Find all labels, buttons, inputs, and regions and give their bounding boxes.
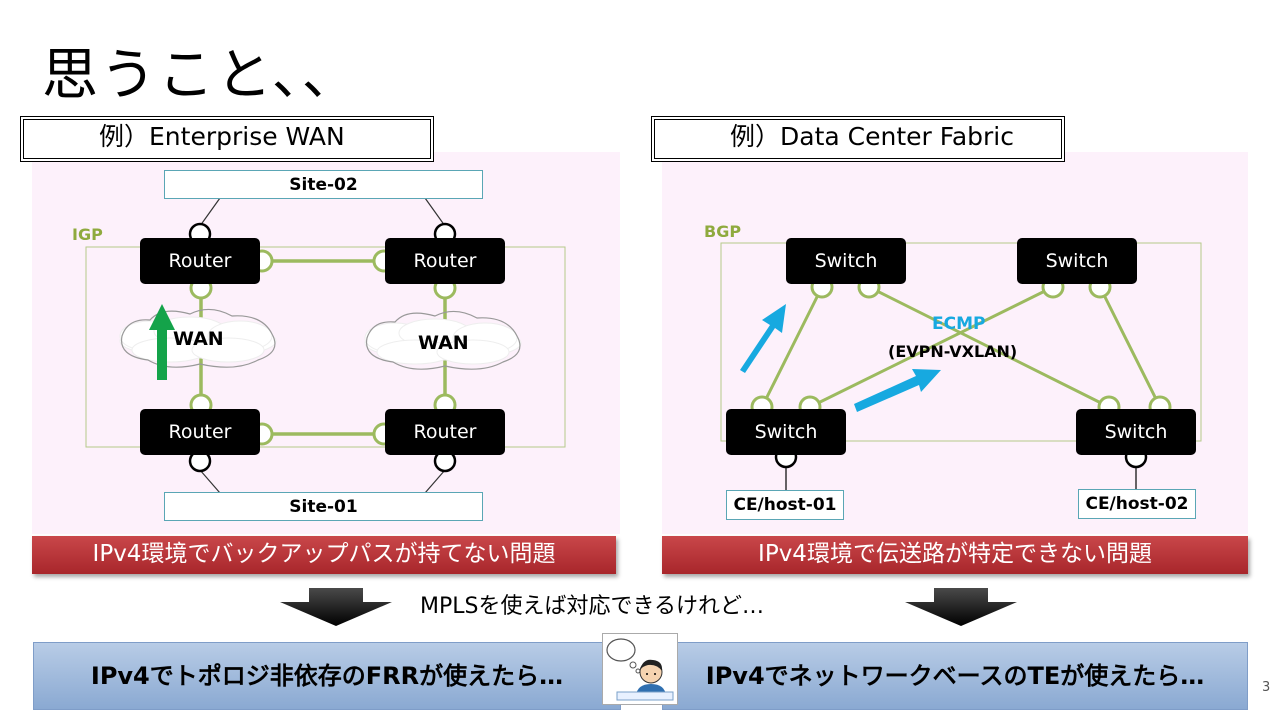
enterprise-wan-diagram <box>85 197 566 494</box>
datacenter-diagram <box>720 242 1202 490</box>
site-01-box: Site-01 <box>164 492 483 521</box>
wan-label-left: WAN <box>173 328 224 350</box>
router-top-right: Router <box>385 238 505 284</box>
down-arrow-left <box>280 588 392 626</box>
green-arrow <box>149 304 175 380</box>
router-bottom-right: Router <box>385 409 505 455</box>
igp-area-border <box>85 246 566 448</box>
te-wish-bar: IPv4でネットワークベースのTEが使えたら… <box>662 642 1248 710</box>
switch-bottom-right: Switch <box>1076 409 1196 455</box>
switch-bottom-left: Switch <box>726 409 846 455</box>
bgp-area-border <box>720 242 1202 442</box>
frr-wish-bar: IPv4でトポロジ非依存のFRRが使えたら… <box>33 642 621 710</box>
evpn-label: (EVPN-VXLAN) <box>888 342 1018 361</box>
switch-top-left: Switch <box>786 238 906 284</box>
problem-left-bar: IPv4環境でバックアップパスが持てない問題 <box>32 536 616 574</box>
cloud-right <box>364 318 522 365</box>
mpls-note: MPLSを使えば対応できるけれど… <box>420 594 765 619</box>
enterprise-wan-label: 例）Enterprise WAN <box>20 116 434 162</box>
bgp-label: BGP <box>704 222 742 241</box>
wan-label-right: WAN <box>418 332 469 354</box>
thinking-person-illustration <box>602 633 678 705</box>
page-title: 思うこと、、 <box>42 43 360 108</box>
ecmp-label: ECMP <box>932 314 986 334</box>
router-bottom-left: Router <box>140 409 260 455</box>
blue-arrows <box>740 304 941 412</box>
switch-top-right: Switch <box>1017 238 1137 284</box>
igp-label: IGP <box>72 225 103 244</box>
datacenter-label: 例）Data Center Fabric <box>651 116 1065 162</box>
site-02-box: Site-02 <box>164 170 483 199</box>
page-number: 3 <box>1262 680 1271 695</box>
down-arrow-right <box>905 588 1017 626</box>
router-top-left: Router <box>140 238 260 284</box>
problem-right-bar: IPv4環境で伝送路が特定できない問題 <box>662 536 1248 574</box>
ce-host-01: CE/host-01 <box>726 490 844 520</box>
ce-host-02: CE/host-02 <box>1078 489 1196 519</box>
